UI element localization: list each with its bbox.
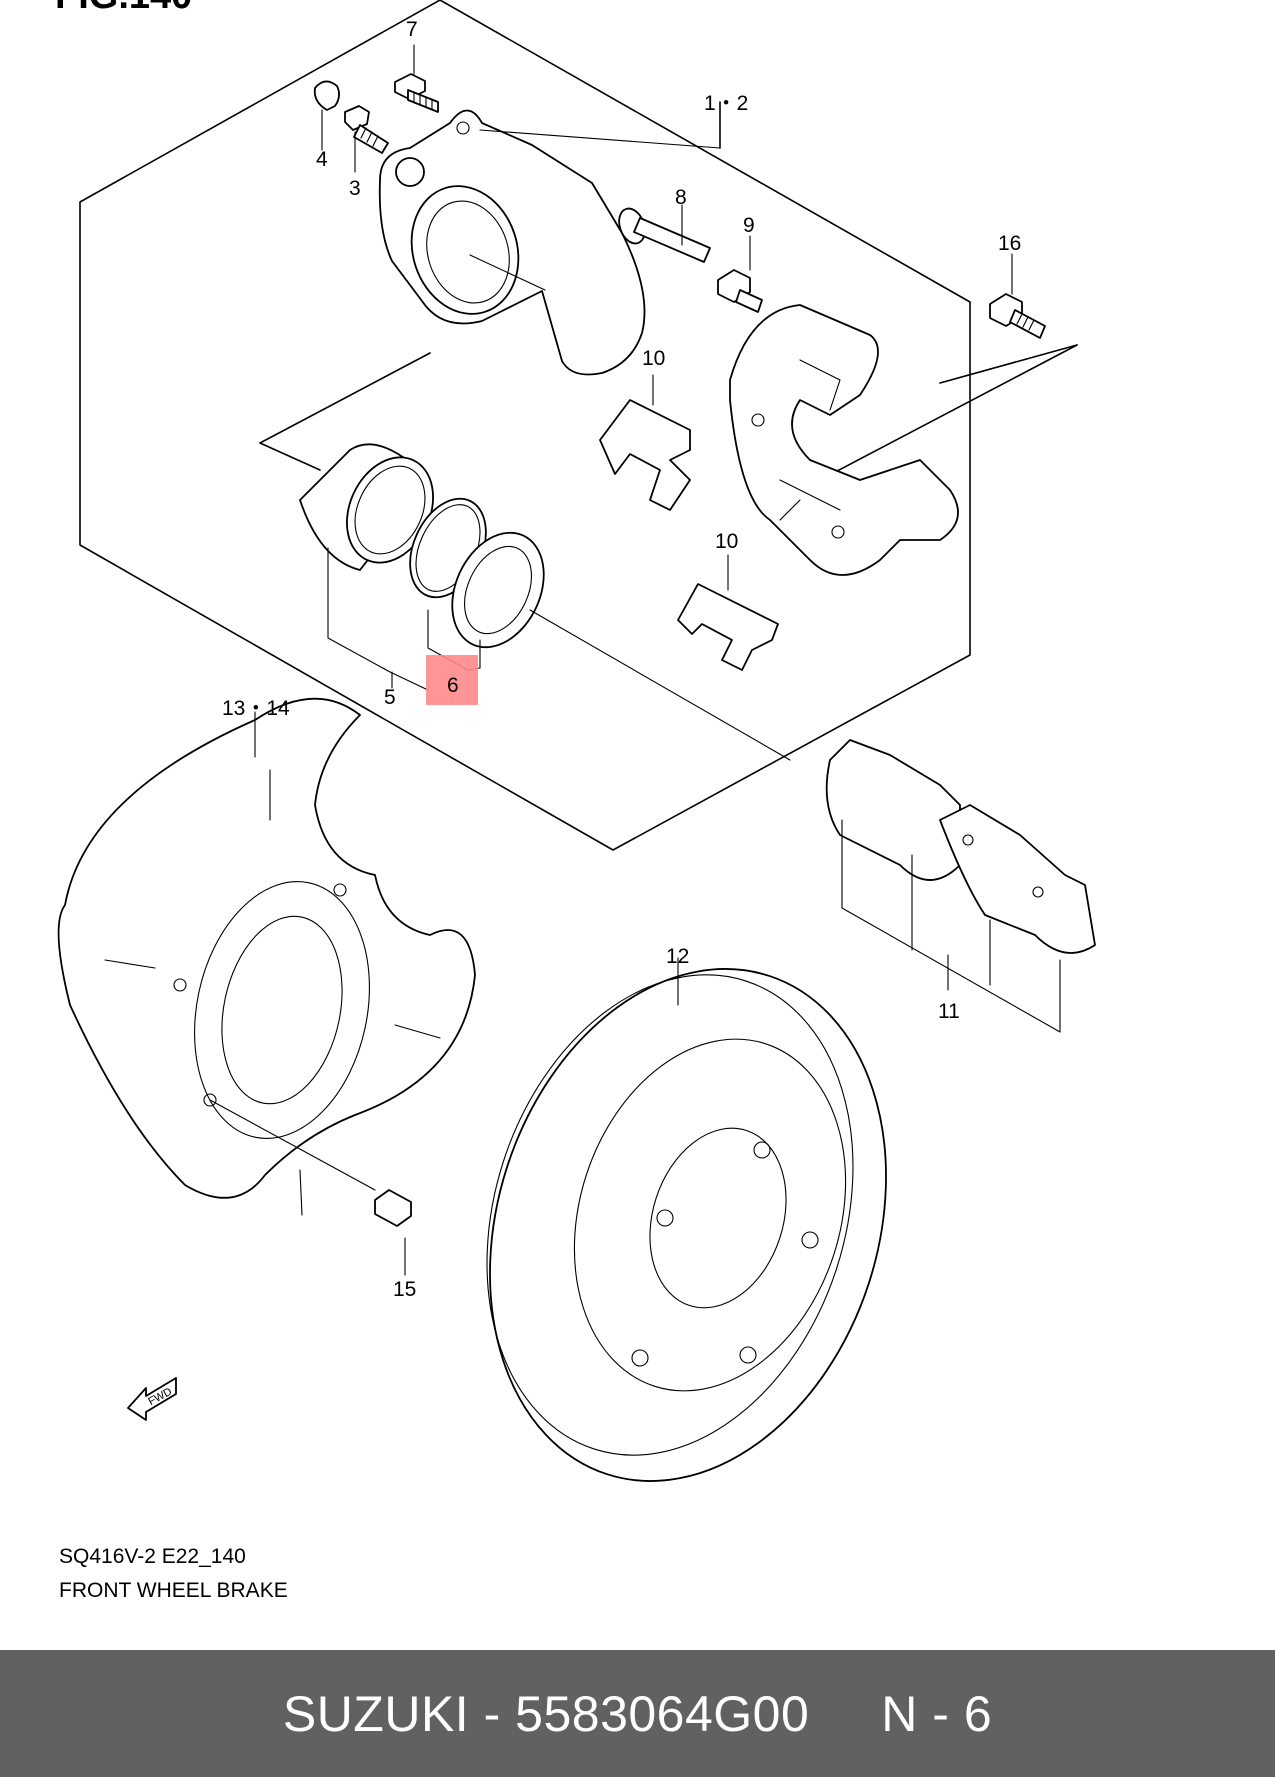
bleeder-screw-3 — [344, 105, 389, 173]
callout-12: 12 — [666, 945, 689, 968]
callout-4: 4 — [316, 148, 328, 171]
guide-pin-8 — [618, 204, 711, 263]
position-value: 6 — [963, 1685, 993, 1742]
callout-11: 11 — [938, 1000, 960, 1023]
caliper-piston — [299, 443, 434, 571]
callout-16: 16 — [998, 232, 1021, 255]
figure-name: FRONT WHEEL BRAKE — [59, 1579, 288, 1602]
caliper-assembly-outline — [79, 0, 1078, 851]
parts-diagram: FIG.140 — [55, 0, 1096, 1602]
footer-gap — [809, 1686, 881, 1742]
pad-clip-10-upper — [599, 374, 691, 511]
model-code: SQ416V-2 E22_140 — [59, 1545, 246, 1568]
brake-pads-11 — [825, 739, 1096, 1033]
caliper-bracket — [729, 304, 959, 576]
callout-8: 8 — [675, 186, 687, 209]
callout-10-upper: 10 — [642, 347, 665, 370]
callout-5: 5 — [384, 686, 396, 709]
callout-15: 15 — [393, 1278, 416, 1301]
callout-7: 7 — [406, 18, 418, 41]
footer-text: SUZUKI - 5583064G00 N - 6 — [283, 1685, 992, 1743]
callout-10-lower: 10 — [715, 530, 738, 553]
callout-6-highlight — [426, 655, 478, 705]
footer-separator: - — [469, 1685, 516, 1742]
footer-bar: SUZUKI - 5583064G00 N - 6 — [0, 1650, 1275, 1777]
part-number: 5583064G00 — [515, 1685, 810, 1742]
bolt-9 — [717, 235, 763, 313]
dust-boot — [451, 531, 791, 761]
footer-separator-2: - — [917, 1685, 964, 1742]
callout-1-2: 1・2 — [704, 92, 748, 115]
fwd-label: FWD — [146, 1386, 174, 1408]
position-label: N — [881, 1685, 918, 1742]
callout-6: 6 — [447, 674, 459, 697]
pad-clip-10-lower — [677, 554, 779, 671]
dust-shield-13-14 — [57, 697, 476, 1216]
forward-arrow-icon: FWD — [127, 1377, 177, 1421]
brand-name: SUZUKI — [282, 1685, 470, 1742]
bolt-16 — [989, 253, 1046, 339]
callout-3: 3 — [349, 177, 361, 200]
bolt-7 — [394, 44, 439, 113]
exploded-view-drawing: FIG.140 — [55, 0, 1096, 1602]
bolt-15 — [209, 1099, 412, 1276]
caliper-body — [378, 101, 721, 376]
disc-rotor-12 — [486, 957, 887, 1482]
figure-title: FIG.140 — [55, 0, 192, 17]
dust-cap-4 — [313, 80, 340, 151]
callout-13-14: 13・14 — [222, 697, 290, 720]
callout-9: 9 — [743, 214, 755, 237]
